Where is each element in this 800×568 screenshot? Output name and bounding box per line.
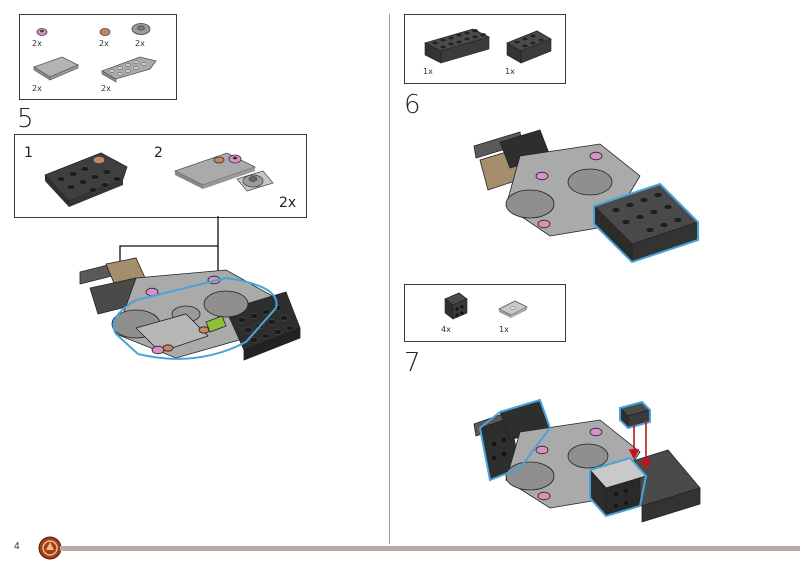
wedge-plate-with-tile-icon (44, 152, 128, 207)
gray-tile-icon (33, 56, 79, 81)
gray-round-plate-qty: 2x (135, 39, 145, 48)
dark-bracket-icon (444, 292, 468, 320)
center-divider (389, 14, 390, 544)
dark-brick-2x6-icon (423, 28, 491, 64)
light-tile-2x2-qty: 1x (499, 325, 509, 334)
pink-round-tile-icon (36, 28, 48, 36)
step-6-model (473, 129, 699, 264)
gray-wedge-plate-qty: 2x (101, 84, 111, 93)
dark-brick-2x4-icon (506, 30, 552, 64)
step-number-5: 5 (17, 104, 34, 134)
pink-round-tile-qty: 2x (32, 39, 42, 48)
parts-list-step-6: 1x 1x (404, 14, 566, 84)
step-number-7: 7 (404, 348, 421, 378)
substep-2-label: 2 (154, 145, 163, 161)
light-tile-2x2-icon (498, 300, 528, 318)
subassembly-callout: 1 2 2x (14, 134, 307, 218)
footer-bar (60, 546, 800, 551)
parts-list-step-7: 4x 1x (404, 284, 566, 342)
tan-round-tile-qty: 2x (99, 39, 109, 48)
tile-with-round-plate-icon (173, 152, 274, 192)
parts-list-step-5: 2x 2x 2x 2x 2x (19, 14, 177, 100)
dark-brick-2x6-qty: 1x (423, 67, 433, 76)
subassembly-qty: 2x (279, 195, 297, 211)
gray-round-plate-icon (131, 23, 151, 35)
page-number: 4 (14, 541, 20, 552)
substep-1-label: 1 (24, 145, 33, 161)
step-number-6: 6 (404, 90, 421, 120)
step-7-model (473, 398, 701, 523)
step-5-model (79, 257, 301, 361)
brand-logo-icon (38, 536, 62, 560)
gray-wedge-plate-icon (101, 56, 157, 83)
dark-bracket-qty: 4x (441, 325, 451, 334)
dark-brick-2x4-qty: 1x (505, 67, 515, 76)
tan-round-tile-icon (99, 28, 111, 36)
gray-tile-qty: 2x (32, 84, 42, 93)
